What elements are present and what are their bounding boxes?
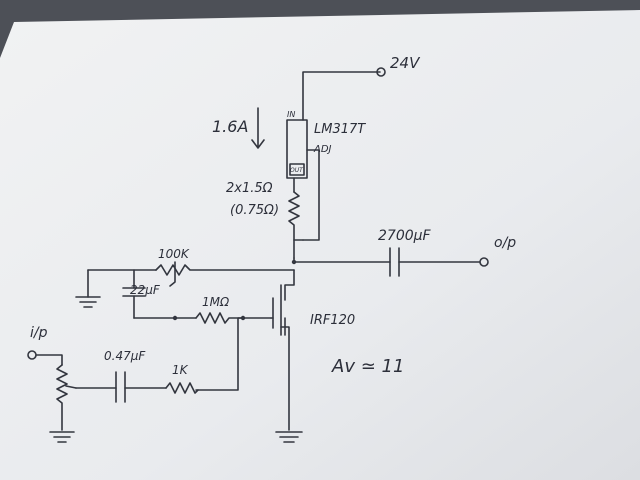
node-drain <box>291 259 297 265</box>
pin-adj-label: ADJ <box>313 144 332 155</box>
paper <box>0 10 640 480</box>
mosfet-label: IRF120 <box>310 313 355 328</box>
circuit-wires <box>35 71 481 443</box>
lm317-body <box>286 119 308 179</box>
pin-out-label: OUT <box>290 167 304 174</box>
gate-resistor-label: 1MΩ <box>202 295 230 309</box>
gate-resistor <box>195 312 272 324</box>
current-arrow <box>251 107 265 149</box>
bias-capacitor-label: 22μF <box>130 283 161 297</box>
sense-resistor-eq-label: (0.75Ω) <box>230 203 279 218</box>
node-bias <box>172 315 178 321</box>
node-gate <box>240 315 246 321</box>
input-capacitor-label: 0.47μF <box>104 349 146 363</box>
terminals <box>27 67 489 360</box>
input-label: i/p <box>30 325 48 341</box>
pin-in-label: IN <box>287 110 295 119</box>
supply-terminal <box>376 67 386 77</box>
output-label: o/p <box>494 235 516 251</box>
sense-resistor-label: 2x1.5Ω <box>226 181 273 196</box>
current-label: 1.6A <box>212 117 248 136</box>
input-resistor <box>165 382 199 394</box>
input-resistor-label: 1K <box>172 363 189 377</box>
input-pot <box>56 364 68 431</box>
supply-label: 24V <box>390 54 421 72</box>
input-capacitor <box>115 371 126 403</box>
input-terminal <box>27 350 37 360</box>
labels: 24V 1.6A LM317T IN ADJ OUT 2x1.5Ω (0.75Ω… <box>30 54 516 377</box>
sense-resistor <box>288 191 300 259</box>
output-capacitor-label: 2700μF <box>378 228 432 244</box>
bias-pot <box>155 264 295 276</box>
regulator-label: LM317T <box>314 122 366 137</box>
gain-label: Av ≃ 11 <box>331 356 404 377</box>
bias-resistor-label: 100K <box>158 247 190 261</box>
output-terminal <box>479 257 489 267</box>
